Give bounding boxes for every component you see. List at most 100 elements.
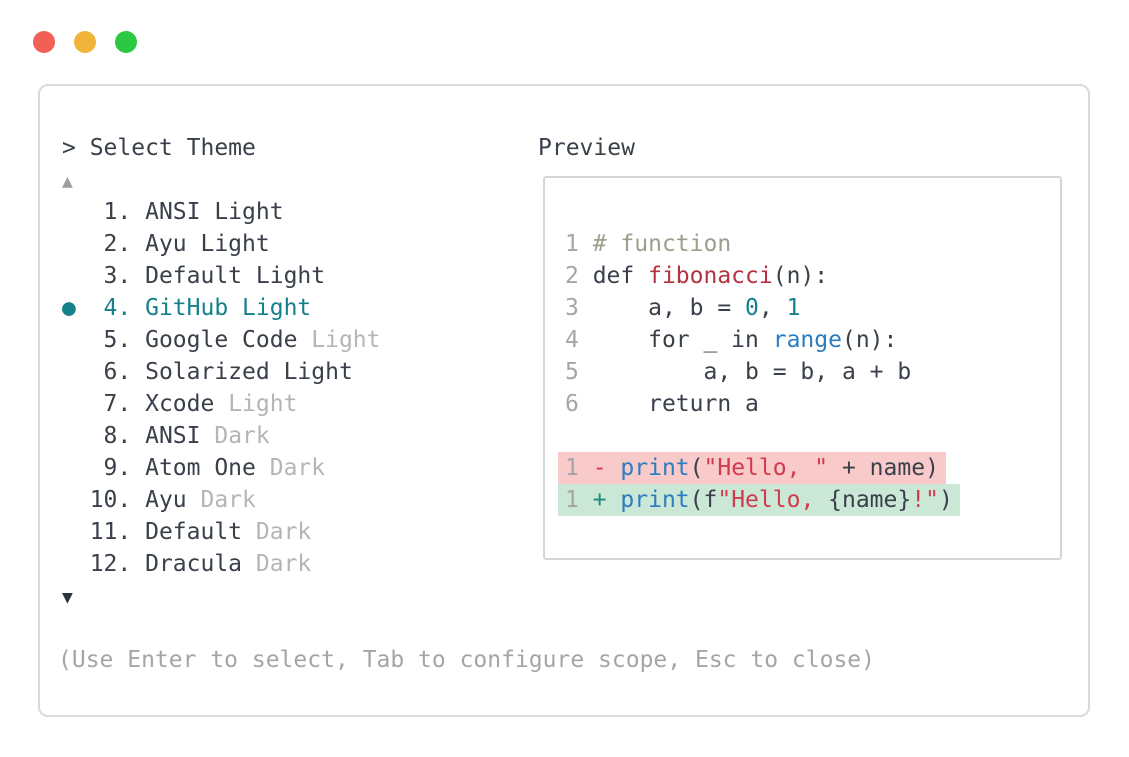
theme-list-item[interactable]: 9. Atom One Dark (62, 452, 381, 484)
theme-picker-panel: > Select Theme ▲ 1. ANSI Light 2. Ayu Li… (62, 132, 381, 612)
code-segment: 1 (786, 295, 801, 321)
code-line: 5 a, b = b, a + b (565, 356, 911, 388)
code-segment: fibonacci (648, 263, 773, 289)
line-number: 2 (565, 263, 593, 289)
code-segment: Dark (255, 551, 312, 577)
code-segment: Light (311, 327, 381, 353)
code-segment: Default (145, 519, 256, 545)
close-button[interactable] (33, 31, 55, 53)
theme-list-item[interactable]: 11. Default Dark (62, 516, 381, 548)
line-number: 1 (565, 487, 593, 513)
code-segment: a, b = b, a + b (592, 359, 912, 385)
select-theme-prompt: > Select Theme (62, 135, 256, 161)
code-segment: (n): (772, 263, 829, 289)
code-segment: + name (828, 455, 926, 481)
diff-line-added: 1 + print(f"Hello, {name}!") (558, 484, 960, 516)
code-segment: + (592, 487, 621, 513)
theme-list-item[interactable]: 1. ANSI Light (62, 196, 381, 228)
selected-bullet-number: ● 4. (62, 295, 146, 321)
maximize-button[interactable] (115, 31, 137, 53)
item-number: 9. (62, 455, 146, 481)
footer-hint: (Use Enter to select, Tab to configure s… (58, 647, 875, 673)
code-line: 3 a, b = 0, 1 (565, 292, 911, 324)
theme-list-item[interactable]: 6. Solarized Light (62, 356, 381, 388)
code-segment: , (758, 295, 787, 321)
code-segment: for _ in (592, 327, 773, 353)
item-number: 5. (62, 327, 146, 353)
line-number: 1 (565, 231, 593, 257)
code-line: 1 # function (565, 228, 911, 260)
code-line: 6 return a (565, 388, 911, 420)
code-segment: Dark (214, 423, 270, 449)
theme-list-item-selected[interactable]: ● 4. GitHub Light (62, 292, 381, 324)
item-number: 12. (62, 551, 146, 577)
code-segment: Google Code (145, 327, 312, 353)
code-line: 4 for _ in range(n): (565, 324, 911, 356)
diff-line-removed: 1 - print("Hello, " + name) (558, 452, 960, 484)
item-number: 10. (62, 487, 146, 513)
diff-line-background: 1 - print("Hello, " + name) (558, 452, 946, 484)
code-segment: return a (592, 391, 759, 417)
code-segment: ANSI Light (145, 199, 284, 225)
preview-title: Preview (538, 135, 635, 161)
code-segment: ( (689, 455, 704, 481)
theme-list-item[interactable]: 2. Ayu Light (62, 228, 381, 260)
code-segment: !" (911, 487, 939, 513)
window-controls (33, 31, 137, 53)
line-number: 3 (565, 295, 593, 321)
code-segment: ) (925, 455, 939, 481)
line-number: 4 (565, 327, 593, 353)
code-segment: Default Light (145, 263, 326, 289)
code-segment: GitHub Light (145, 295, 312, 321)
item-number: 6. (62, 359, 146, 385)
code-segment: ANSI (145, 423, 215, 449)
code-segment: (n): (841, 327, 898, 353)
code-segment: "Hello, " (703, 455, 829, 481)
code-segment: a, b = (592, 295, 746, 321)
theme-list-item[interactable]: 10. Ayu Dark (62, 484, 381, 516)
line-number: 1 (565, 455, 593, 481)
code-segment: Xcode (145, 391, 229, 417)
minimize-button[interactable] (74, 31, 96, 53)
item-number: 7. (62, 391, 146, 417)
code-segment: Dark (255, 519, 312, 545)
scroll-up-indicator[interactable]: ▲ (62, 171, 73, 192)
code-segment: Dark (269, 455, 326, 481)
code-segment: "Hello, (717, 487, 829, 513)
item-number: 2. (62, 231, 146, 257)
code-line: 2 def fibonacci(n): (565, 260, 911, 292)
code-segment: {name} (828, 487, 912, 513)
theme-list: 1. ANSI Light 2. Ayu Light 3. Default Li… (62, 196, 381, 580)
code-segment: ) (938, 487, 953, 513)
code-segment: Atom One (145, 455, 270, 481)
code-segment: Ayu (145, 487, 201, 513)
scroll-down-indicator[interactable]: ▼ (62, 587, 73, 608)
item-number: 3. (62, 263, 146, 289)
diff-line-background: 1 + print(f"Hello, {name}!") (558, 484, 960, 516)
item-number: 8. (62, 423, 146, 449)
code-segment: (f (689, 487, 718, 513)
line-number: 5 (565, 359, 593, 385)
code-segment: 0 (745, 295, 759, 321)
item-number: 11. (62, 519, 146, 545)
code-segment: Dark (200, 487, 256, 513)
theme-list-item[interactable]: 8. ANSI Dark (62, 420, 381, 452)
code-segment: Light (228, 391, 298, 417)
code-segment: Solarized Light (145, 359, 353, 385)
code-segment: print (620, 455, 690, 481)
code-segment: Dracula (145, 551, 256, 577)
theme-list-item[interactable]: 12. Dracula Dark (62, 548, 381, 580)
code-segment: Ayu Light (145, 231, 270, 257)
code-segment: range (772, 327, 842, 353)
theme-list-item[interactable]: 7. Xcode Light (62, 388, 381, 420)
line-number: 6 (565, 391, 593, 417)
code-segment: def (592, 263, 649, 289)
code-segment: # function (592, 231, 732, 257)
code-segment: - (592, 455, 621, 481)
diff-block: 1 - print("Hello, " + name)1 + print(f"H… (558, 452, 960, 516)
theme-list-item[interactable]: 5. Google Code Light (62, 324, 381, 356)
code-segment: print (620, 487, 690, 513)
theme-list-item[interactable]: 3. Default Light (62, 260, 381, 292)
